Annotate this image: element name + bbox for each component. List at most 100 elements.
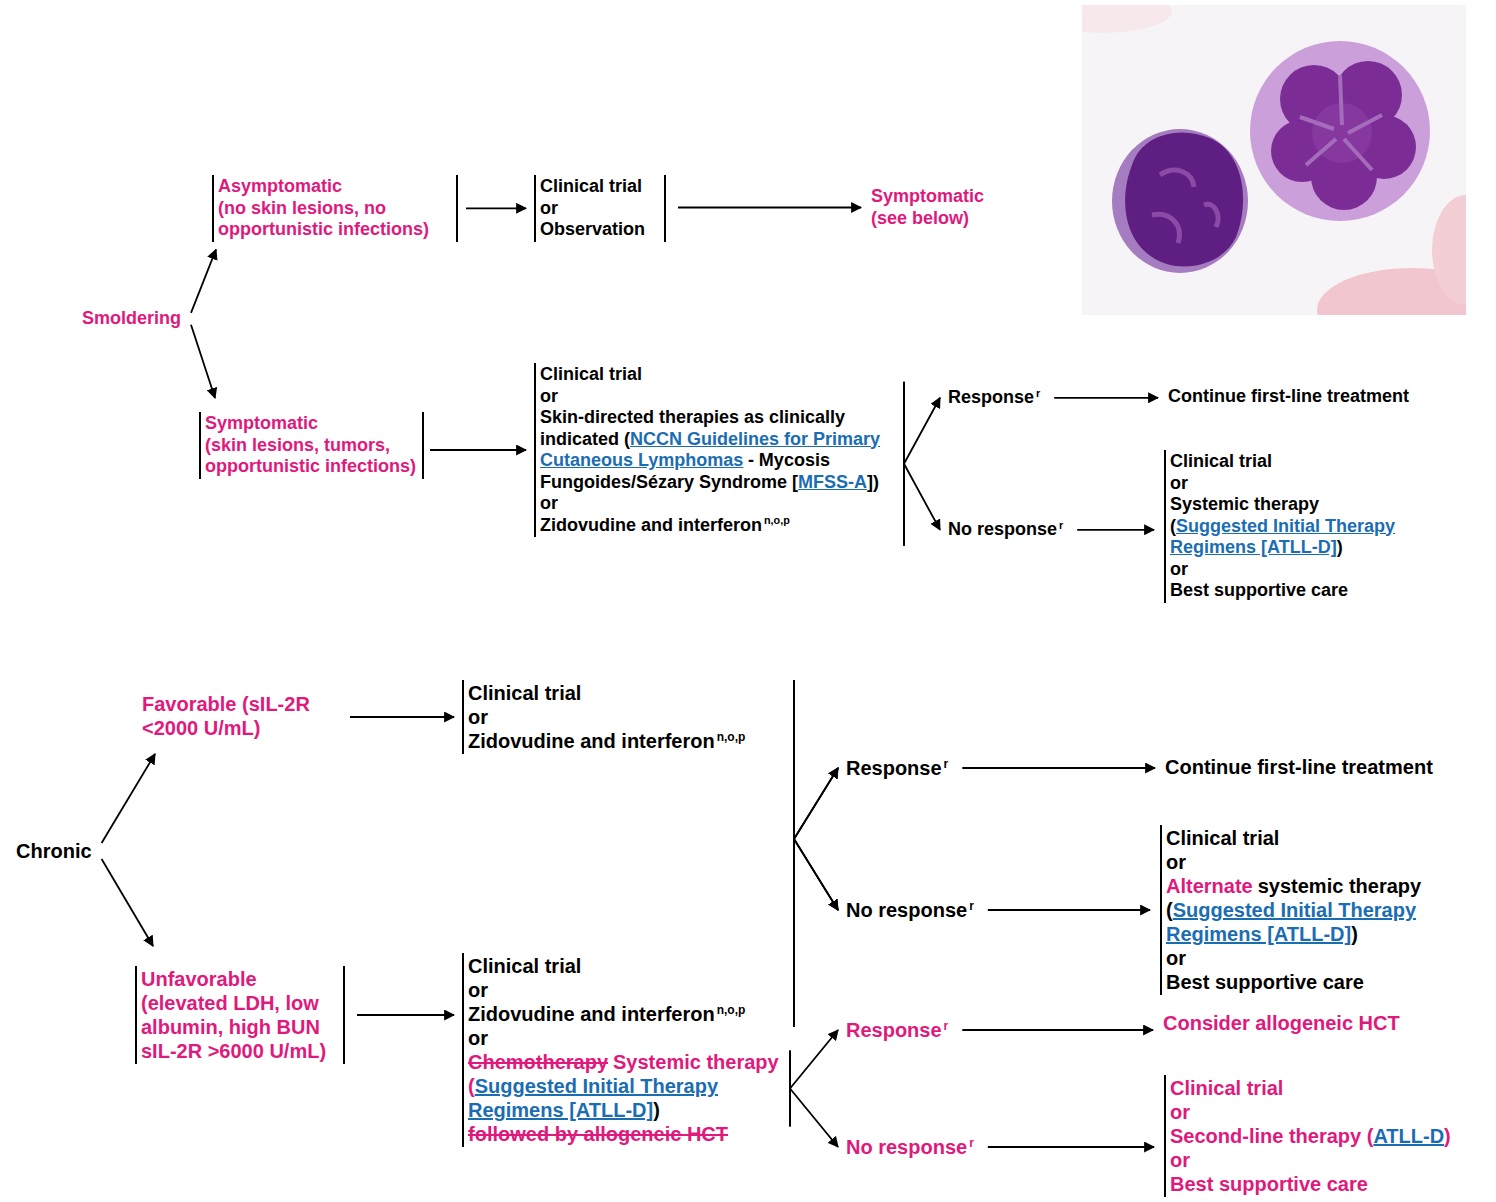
box-text: ) [1337,537,1343,557]
box-text: or [1170,559,1424,581]
footnote-marker: r [944,757,949,771]
box-text: No response [948,519,1057,539]
connector [466,207,526,209]
bracket-box: Clinical trial or Systemic therapy(Suggest… [1164,450,1426,603]
connector [1054,397,1158,399]
box-text: or [1170,1100,1482,1124]
box-text: Zidovudine and interferon [540,515,762,535]
footnote-marker: r [1036,387,1040,399]
box-text: No response [846,1136,967,1158]
box-text: or [468,705,788,729]
nucleus-cleft [1300,75,1382,170]
box-text: Clinical trial [468,954,788,978]
connector [904,382,940,546]
footnote-marker: n,o,p [717,1003,746,1017]
box-text: Best supportive care [1170,580,1424,602]
box-text: ) [1351,923,1358,945]
flow-label: Favorable (sIL-2R <2000 U/mL) [142,692,342,740]
box-text: or [540,198,662,220]
flow-label: Continue first-line treatment [1165,755,1435,779]
flow-label: Chronic [16,839,94,863]
box-text: Smoldering [82,308,181,328]
connector [102,859,153,946]
connector [1077,529,1154,531]
box-text: ( [1166,899,1173,921]
cell-cytoplasm [1250,41,1430,221]
box-text: ]) [867,472,879,492]
box-text: Best supportive care [1170,1172,1482,1196]
flow-label: Responser [846,756,950,780]
footnote-marker: r [1059,519,1063,531]
flow-label: No responser [948,519,1065,541]
cell-nucleus [1125,132,1243,266]
connector [678,207,861,209]
box-text: Clinical trial [1170,451,1424,473]
connector [904,382,940,546]
link-text: Suggested Initial Therapy Regimens [ATLL… [468,1075,718,1121]
footnote-marker: r [969,899,974,913]
box-text: (no skin lesions, no opportunistic infec… [218,198,454,241]
box-text: or [1166,850,1458,874]
box-text: Symptomatic (see below) [871,186,984,228]
link-text: MFSS-A [798,472,867,492]
box-text: Second-line therapy ( [1170,1125,1373,1147]
cell-cytoplasm [1112,129,1248,273]
connector [988,909,1150,911]
connector [350,716,454,718]
micrograph-group [1082,5,1466,315]
box-text: No response [846,899,967,921]
flow-label: No responser [846,898,976,922]
box-text: Clinical trial [540,176,662,198]
box-text: ( [1170,516,1176,536]
box-text: or [468,978,788,1002]
box-text: Clinical trial [540,364,898,386]
box-text: or [540,386,898,408]
connector [962,1029,1153,1031]
bracket-box: Clinical trialorObservation [534,175,666,242]
box-text: Response [948,387,1034,407]
flow-label: Smoldering [82,308,183,330]
box-text: Symptomatic [205,413,420,435]
bracket-box: Clinical trialorAlternatesystemic therap… [1160,825,1460,995]
flow-label: Responser [846,1018,950,1042]
box-text: Asymptomatic [218,176,454,198]
bracket-box: Unfavorable(elevated LDH, low albumin, h… [135,966,345,1064]
bracket-box: Clinical trialorZidovudine and interfero… [462,953,790,1147]
struck-text: Chemotherapy [468,1051,608,1073]
box-text: Observation [540,219,662,241]
box-text: Favorable (sIL-2R <2000 U/mL) [142,693,310,739]
red-cell [1082,5,1172,33]
box-text: Systemic therapy [1170,494,1424,516]
connector [962,767,1155,769]
connector [790,1051,838,1148]
struck-text: followed by allogeneic HCT [468,1122,788,1146]
box-text: Best supportive care [1166,970,1458,994]
flow-label: Continue first-line treatment [1168,386,1411,408]
box-text: Chronic [16,840,92,862]
flow-label: No responser [846,1135,976,1159]
footnote-marker: n,o,p [717,730,746,744]
nucleus-texture [1152,170,1218,243]
box-text: Continue first-line treatment [1165,756,1433,778]
box-text: Zidovudine and interferon [468,730,715,752]
footnote-marker: n,o,p [764,514,790,526]
box-text: or [1166,946,1458,970]
box-text: or [540,493,898,515]
bracket-box: Clinical trialorSecond-line therapy (ATL… [1164,1075,1484,1197]
box-text: Unfavorable [141,967,341,991]
box-text: or [1170,1148,1482,1172]
link-text: Suggested Initial Therapy Regimens [ATLL… [1170,516,1395,558]
box-text: Zidovudine and interferon [468,1003,715,1025]
connector [790,1030,838,1127]
footnote-marker: r [969,1136,974,1150]
box-text: ) [653,1099,660,1121]
connector [988,1146,1154,1148]
connector [357,1014,454,1016]
box-text: Continue first-line treatment [1168,386,1409,406]
connector [102,754,155,843]
box-text: or [468,1026,788,1050]
box-text: (skin lesions, tumors, opportunistic inf… [205,435,420,478]
box-text: ) [1444,1125,1451,1147]
connector [794,680,838,839]
